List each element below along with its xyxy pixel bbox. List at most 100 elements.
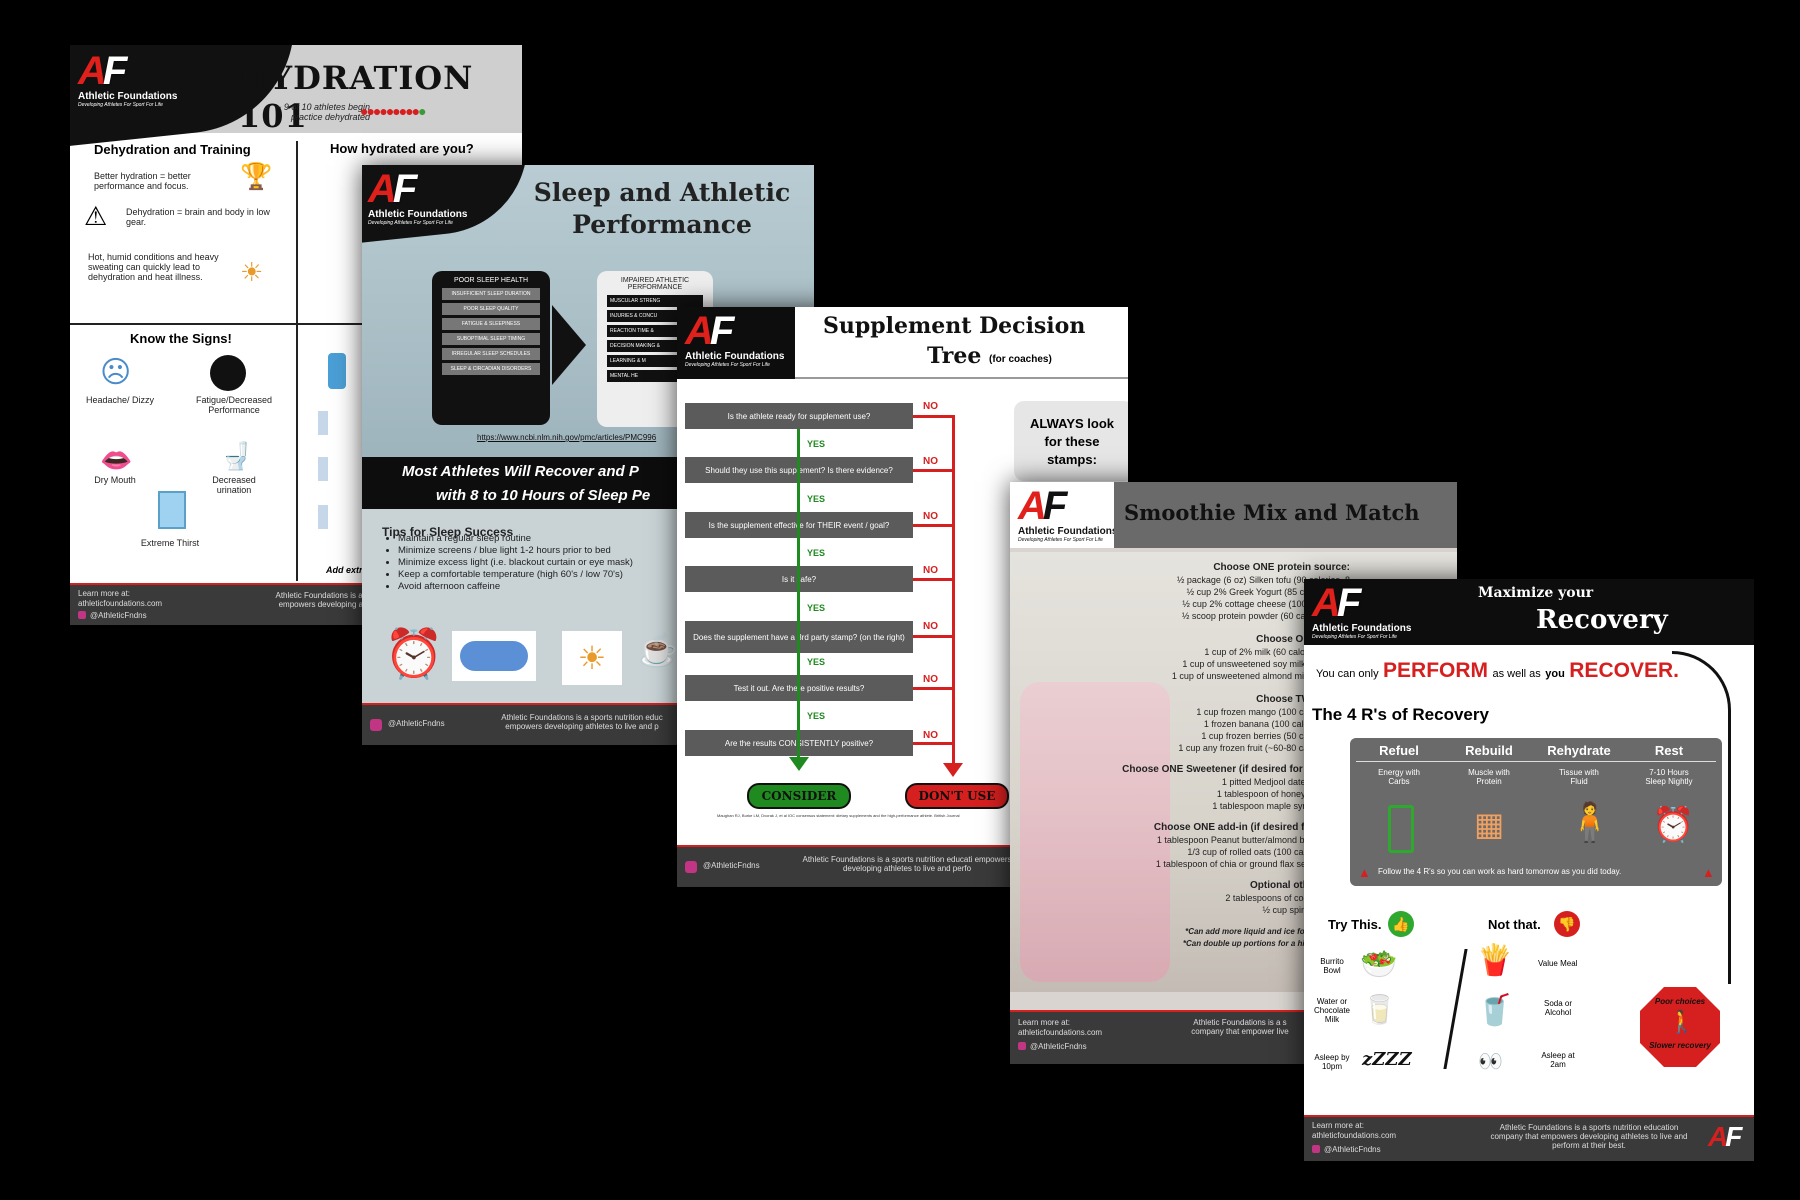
hydration-logo: AF Athletic Foundations Developing Athle…	[78, 49, 178, 108]
recovery-card[interactable]: AF Athletic Foundations Developing Athle…	[1304, 579, 1754, 1161]
up-arrow-icon	[1672, 651, 1731, 984]
protein-item: ½ scoop protein powder (60 calories, 10-…	[1181, 611, 1350, 621]
tips-list: Maintain a regular sleep routine Minimiz…	[378, 533, 633, 593]
sign-headache: Headache/ Dizzy	[85, 395, 155, 405]
recovery-title-1: Maximize your	[1478, 585, 1594, 601]
zzz-icon: zZZZ	[1362, 1049, 1412, 1070]
liquid-heading: Choose ONE liquid:	[1256, 634, 1350, 645]
stop-bottom-text: Slower recovery	[1649, 1041, 1711, 1050]
fruit-item: 1 cup frozen berries (50 calories, 12g	[1201, 731, 1350, 741]
instagram-icon	[685, 861, 697, 873]
footer-site-link[interactable]: athleticfoundations.com	[78, 599, 163, 608]
sleep-source-link[interactable]: https://www.ncbi.nlm.nih.gov/pmc/article…	[477, 433, 657, 442]
no-label: NO	[923, 511, 938, 522]
arrow-icon	[552, 305, 586, 385]
bottle-icon	[328, 353, 346, 389]
supplement-title-2: Tree	[927, 343, 982, 369]
supplement-title-bg	[795, 307, 1128, 379]
yes-line	[797, 429, 800, 759]
not-that-heading: Not that.	[1488, 917, 1541, 932]
sweetener-heading: Choose ONE Sweetener (if desired for add…	[1122, 764, 1350, 775]
r-name: Rehydrate	[1547, 743, 1611, 758]
footer-social[interactable]: @AthleticFndns	[703, 861, 760, 870]
smoothie-footer-about: Athletic Foundations is a s company that…	[1191, 1018, 1289, 1036]
yes-label: YES	[807, 439, 826, 449]
no-branch	[913, 742, 953, 745]
yes-label: YES	[807, 603, 826, 613]
r-desc: 7-10 Hours Sleep Nightly	[1645, 768, 1693, 786]
alarm-icon: ⏰	[1652, 806, 1695, 844]
body-icon	[210, 355, 246, 391]
hydration-stat: ~ 9 of 10 athletes begin practice dehydr…	[276, 102, 370, 122]
supplement-title-note: (for coaches)	[989, 354, 1052, 365]
hydration-title: HYDRATION 101	[238, 59, 474, 135]
footer-social[interactable]: @AthleticFndns	[1030, 1042, 1087, 1051]
sign-thirst: Extreme Thirst	[140, 538, 200, 548]
smoothie-note: *Can double up portions for a higher cal…	[1182, 939, 1350, 948]
footer-site-link[interactable]: athleticfoundations.com	[1018, 1028, 1103, 1037]
slogan-recover: RECOVER.	[1569, 659, 1679, 682]
recovery-footer: Learn more at: athleticfoundations.com @…	[1304, 1115, 1754, 1161]
addin-item: 1 tablespoon of chia or ground flax seed…	[1155, 859, 1350, 869]
fruit-item: 1 cup frozen mango (100 calories, 25g	[1196, 707, 1350, 717]
tip-item: Minimize excess light (i.e. blackout cur…	[398, 557, 633, 569]
r-name: Rebuild	[1465, 743, 1513, 758]
alarm-clock-icon: ⏰	[384, 628, 444, 681]
warning-icon: ▲	[1358, 865, 1371, 880]
dehydration-item-1: Better hydration = better performance an…	[94, 171, 191, 191]
poor-sleep-item: SLEEP & CIRCADIAN DISORDERS	[442, 363, 540, 375]
footer-social[interactable]: @AthleticFndns	[90, 611, 147, 620]
footer-site-link[interactable]: athleticfoundations.com	[1312, 1131, 1397, 1140]
red-arrow-icon	[943, 763, 963, 777]
optional-item: 2 tablespoons of cocoa powder	[1225, 893, 1350, 903]
follow-text: Follow the 4 R's so you can work as hard…	[1378, 867, 1622, 876]
protein-item: ½ package (6 oz) Silken tofu (90 calorie…	[1176, 575, 1350, 585]
soda-icon: 🥤	[1476, 994, 1514, 1027]
value-meal-icon: 🍟	[1476, 944, 1514, 977]
water-milk-icon: 🥛	[1362, 994, 1397, 1025]
slogan-perform: PERFORM	[1383, 659, 1489, 682]
drinking-person-icon: 🧍	[1566, 802, 1614, 844]
dehydration-heading: Dehydration and Training	[94, 142, 251, 157]
r-name: Refuel	[1379, 743, 1419, 758]
instagram-icon	[1018, 1042, 1026, 1050]
supplement-footer-about: Athletic Foundations is a sports nutriti…	[802, 855, 1012, 873]
poor-sleep-item: INSUFFICIENT SLEEP DURATION	[442, 288, 540, 300]
supplement-card[interactable]: AF Athletic Foundations Developing Athle…	[677, 307, 1128, 887]
try-item: Burrito Bowl	[1320, 957, 1344, 975]
heat-icon: ☀	[240, 257, 264, 287]
consider-badge: CONSIDER	[747, 783, 851, 809]
fruit-heading: Choose TWO fruits:	[1256, 694, 1350, 705]
dehydration-item-2: Dehydration = brain and body in low gear…	[126, 207, 270, 227]
four-rs-heading: The 4 R's of Recovery	[1312, 705, 1489, 724]
impaired-item: MUSCULAR STRENG	[607, 295, 703, 307]
r-desc: Energy with Carbs	[1378, 768, 1420, 786]
stamps-box	[1014, 401, 1128, 481]
person-warning-icon: ⚠	[84, 201, 108, 231]
protein-item: ½ cup 2% cottage cheese (100 calories, 1	[1182, 599, 1350, 609]
signs-heading: Know the Signs!	[130, 331, 232, 346]
add-extra-text: Add extr	[326, 565, 363, 575]
toilet-icon: 🚽	[220, 441, 253, 471]
no-label: NO	[923, 565, 938, 576]
citation: Maughan RJ, Burke LM, Dvorak J, et al IO…	[717, 813, 960, 818]
sign-dry-mouth: Dry Mouth	[94, 475, 136, 485]
footer-social[interactable]: @AthleticFndns	[1324, 1145, 1381, 1154]
tip-item: Minimize screens / blue light 1-2 hours …	[398, 545, 633, 557]
sleep-title: Sleep and Athletic Performance	[533, 178, 791, 239]
instagram-icon	[1312, 1145, 1320, 1153]
eye-mask-icon	[452, 631, 536, 681]
smoothie-note: *Can add more liquid and ice for desired…	[1185, 927, 1350, 936]
fruit-item: 1 frozen banana (100 calories, 25g c	[1203, 719, 1350, 729]
poor-sleep-item: FATIGUE & SLEEPINESS	[442, 318, 540, 330]
no-label: NO	[923, 730, 938, 741]
impaired-heading: IMPAIRED ATHLETIC PERFORMANCE	[620, 277, 690, 291]
optional-heading: Optional other ideas:	[1249, 880, 1350, 891]
tip-item: Avoid afternoon caffeine	[398, 581, 633, 593]
thumbs-up-icon: 👍	[1388, 911, 1414, 937]
footer-social[interactable]: @AthleticFndns	[388, 719, 445, 728]
no-label: NO	[923, 621, 938, 632]
not-item: Asleep at 2am	[1541, 1051, 1575, 1069]
af-logo-mark-icon: AF	[1708, 1121, 1742, 1152]
poor-sleep-box: POOR SLEEP HEALTH INSUFFICIENT SLEEP DUR…	[432, 271, 550, 425]
